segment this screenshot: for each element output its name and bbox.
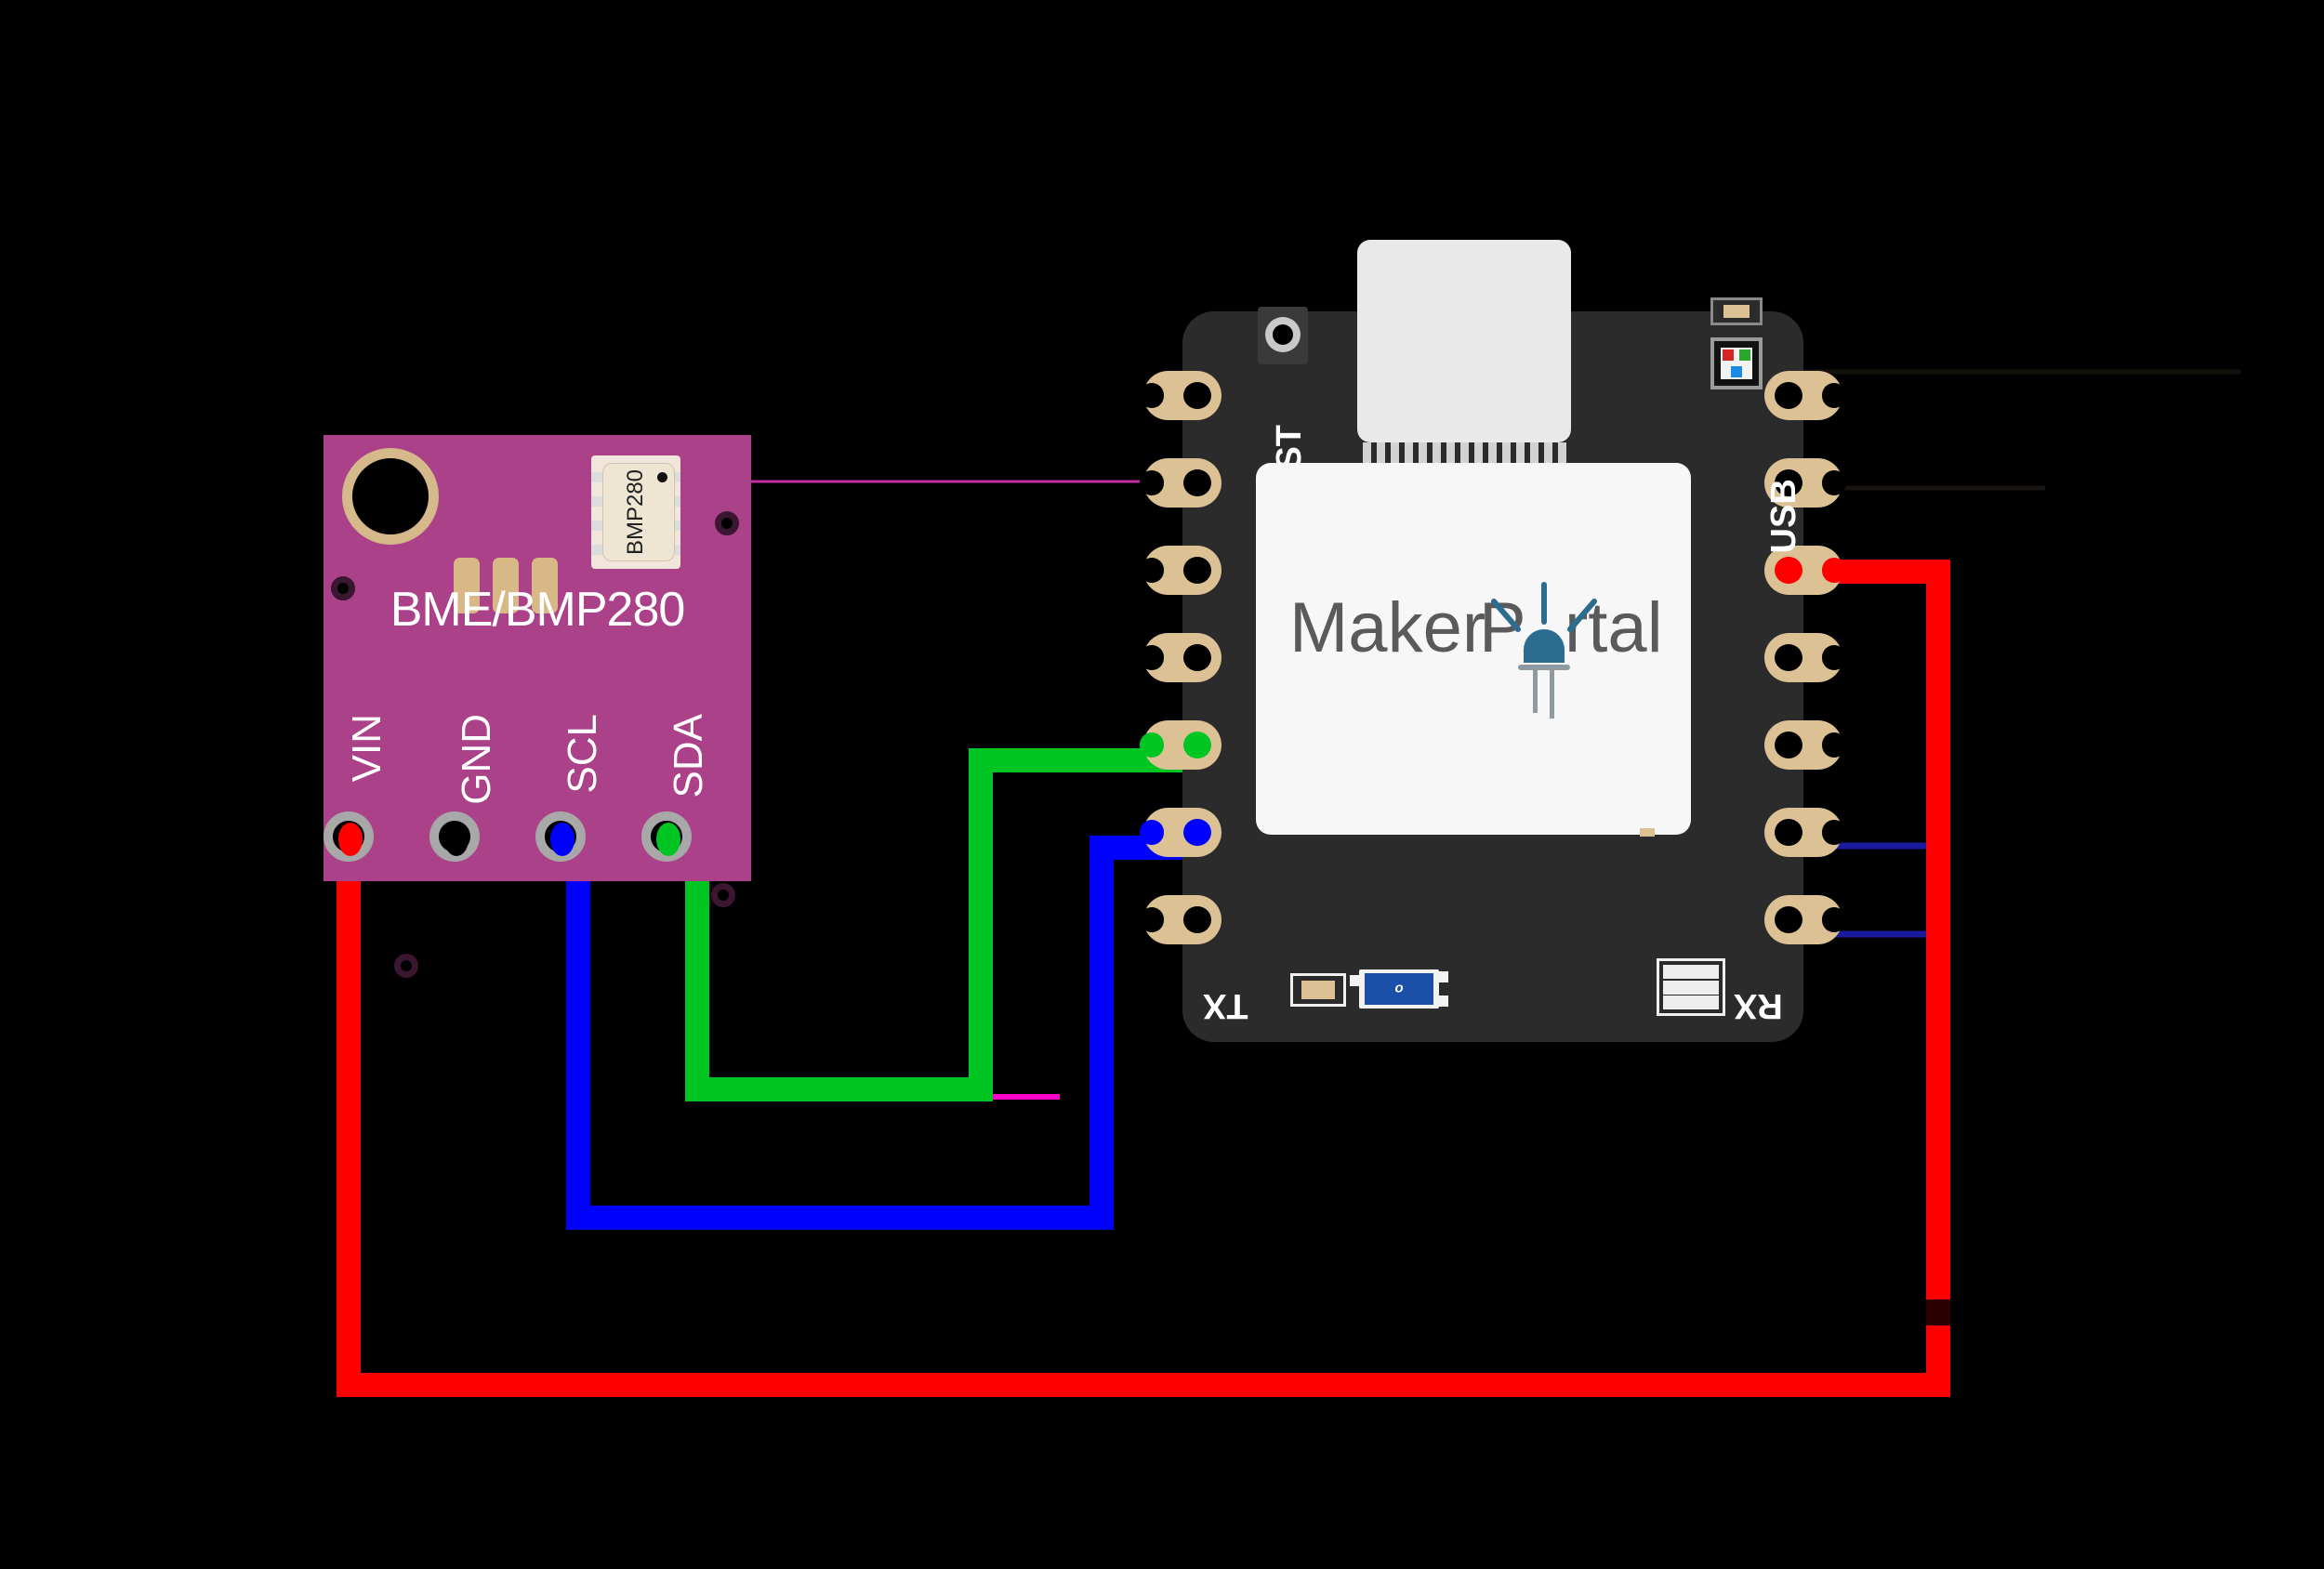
reset-button[interactable]: [1258, 307, 1308, 364]
tx-label: TX: [1203, 986, 1248, 1025]
maker-portal-logo: Maker P rtal: [1289, 582, 1659, 719]
led-leg-2-icon: [1550, 670, 1554, 719]
mounting-via-1: [331, 576, 355, 600]
usb-label: USB: [1764, 479, 1803, 554]
solder-pad-2[interactable]: [493, 558, 519, 613]
mcu-right-pad-7[interactable]: [1764, 895, 1846, 944]
soc-module: [1357, 240, 1571, 442]
solder-pad-1[interactable]: [454, 558, 480, 613]
power-wire: [337, 560, 1950, 1397]
test-pad: [1640, 828, 1655, 837]
mcu-left-pad-7[interactable]: [1140, 895, 1221, 944]
logo-text-maker: Maker: [1289, 588, 1486, 667]
mounting-via-3: [711, 883, 735, 907]
rx-label: RX: [1734, 986, 1783, 1025]
usb-connector-footprint: [1710, 297, 1763, 325]
chip-label: BMP280: [623, 468, 648, 556]
sensor-pin-label-sda: SDA: [666, 714, 711, 798]
rgb-led-icon: [1710, 337, 1763, 389]
data-wire: [685, 748, 1262, 1101]
led-flange-icon: [1518, 665, 1570, 670]
mcu-left-pad-2[interactable]: [1140, 458, 1221, 508]
led-bulb-icon: [1524, 629, 1565, 663]
mounting-via-2: [715, 511, 739, 535]
mcu-right-pad-2[interactable]: [1764, 458, 1846, 508]
sensor-pad-scl[interactable]: [535, 811, 586, 862]
soc-pins: [1363, 442, 1567, 467]
sensor-pad-sda[interactable]: [641, 811, 692, 862]
mounting-via-4: [394, 954, 418, 978]
sensor-pin-label-vin: VIN: [344, 714, 390, 783]
power-wire-joint: [1926, 1299, 1950, 1325]
sensor-pin-label-scl: SCL: [560, 714, 605, 794]
mcu-left-pad-5[interactable]: [1140, 720, 1221, 770]
component-marking: o: [1394, 981, 1404, 997]
mcu-left-pad-4[interactable]: [1140, 633, 1221, 682]
mcu-right-pad-6[interactable]: [1764, 808, 1846, 857]
mcu-right-pad-3[interactable]: [1764, 546, 1846, 595]
mcu-left-pad-6[interactable]: [1140, 808, 1221, 857]
chip-pin1-dot: [657, 472, 667, 482]
logo-text-rtal: rtal: [1565, 588, 1659, 667]
silkscreen-logo-area: Maker P rtal: [1256, 463, 1691, 835]
clock-wire: [566, 824, 1262, 1230]
bga-pad-grid: [1657, 958, 1725, 1016]
resistor-footprint: [1290, 973, 1346, 1007]
sensor-pad-gnd[interactable]: [429, 811, 480, 862]
mcu-right-pad-4[interactable]: [1764, 633, 1846, 682]
blue-component: o: [1350, 969, 1448, 1009]
solder-pad-3[interactable]: [532, 558, 558, 613]
bmp280-chip: BMP280: [591, 455, 680, 569]
sensor-board-title: BME/BMP280: [390, 583, 686, 637]
mounting-hole-large: [342, 448, 439, 545]
led-leg-1-icon: [1533, 670, 1538, 713]
maker-portal-mcu-board[interactable]: RST USB Maker P rtal: [1140, 240, 1846, 1042]
led-rays-icon: [1491, 582, 1597, 632]
mcu-left-pad-3[interactable]: [1140, 546, 1221, 595]
mcu-right-pad-5[interactable]: [1764, 720, 1846, 770]
sensor-pad-vin[interactable]: [324, 811, 374, 862]
sensor-pin-label-gnd: GND: [454, 714, 499, 805]
mcu-left-pad-1[interactable]: [1140, 371, 1221, 420]
bme280-sensor-board[interactable]: BMP280 BME/BMP280 VIN GND SCL SDA: [324, 435, 751, 978]
mcu-right-pad-1[interactable]: [1764, 371, 1846, 420]
